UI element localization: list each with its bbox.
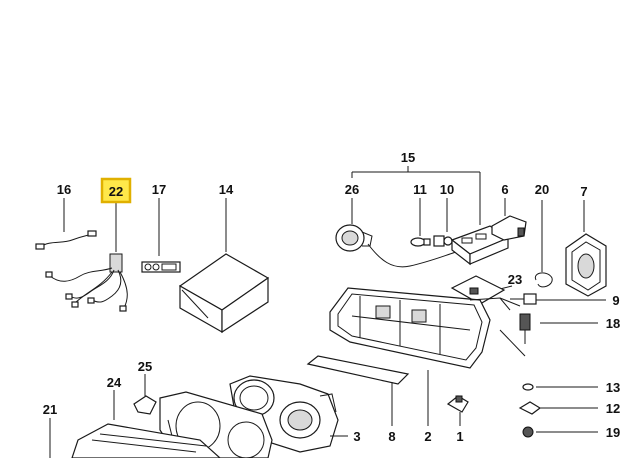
part-11-bulb <box>410 198 431 247</box>
part-13-washer <box>522 383 598 391</box>
callout-23[interactable]: 23 <box>508 272 522 287</box>
callout-20[interactable]: 20 <box>535 182 549 197</box>
part-3-reflector <box>229 375 348 453</box>
callout-15[interactable]: 15 <box>401 150 415 165</box>
callout-9[interactable]: 9 <box>612 293 619 308</box>
callout-22[interactable]: 22 <box>109 184 123 199</box>
callout-12[interactable]: 12 <box>606 401 620 416</box>
part-8-gasket <box>306 355 410 426</box>
part-16-cable <box>35 198 97 250</box>
highlight-box-22 <box>100 177 132 204</box>
callout-19[interactable]: 19 <box>606 425 620 440</box>
callout-24[interactable]: 24 <box>107 375 122 390</box>
callout-7[interactable]: 7 <box>580 184 587 199</box>
callout-1[interactable]: 1 <box>456 429 463 444</box>
callout-26[interactable]: 26 <box>345 182 359 197</box>
part-12-bracket <box>518 401 598 415</box>
callout-16[interactable]: 16 <box>57 182 71 197</box>
part-17-label <box>141 198 181 273</box>
callout-21[interactable]: 21 <box>43 402 57 417</box>
part-22-wiring-harness <box>45 201 128 312</box>
callout-18[interactable]: 18 <box>606 316 620 331</box>
part-23-plate <box>450 275 513 305</box>
callout-2[interactable]: 2 <box>424 429 431 444</box>
part-19-nut <box>522 426 598 438</box>
callout-8[interactable]: 8 <box>388 429 395 444</box>
callout-17[interactable]: 17 <box>152 182 166 197</box>
part-26-socket <box>335 198 457 268</box>
part-9-adjuster <box>510 293 606 305</box>
part-7-cap <box>565 200 607 297</box>
callout-3[interactable]: 3 <box>353 429 360 444</box>
callout-13[interactable]: 13 <box>606 380 620 395</box>
callout-6[interactable]: 6 <box>501 182 508 197</box>
part-14-box <box>178 198 270 334</box>
callout-labels: 15 16 22 17 14 26 11 10 6 20 7 23 9 18 2… <box>43 150 620 444</box>
callout-10[interactable]: 10 <box>440 182 454 197</box>
callout-25[interactable]: 25 <box>138 359 152 374</box>
part-21-outer-lens <box>49 418 221 458</box>
group-bracket-15 <box>351 166 481 225</box>
callout-14[interactable]: 14 <box>219 182 234 197</box>
part-1-clip <box>446 395 469 426</box>
headlight-housing <box>329 287 521 369</box>
part-6-cover <box>491 198 527 241</box>
part-10-bulb <box>433 198 453 247</box>
part-18-nut <box>499 313 598 357</box>
part-25-clip <box>133 374 157 415</box>
callout-11[interactable]: 11 <box>413 182 427 197</box>
part-20-clip <box>534 200 553 288</box>
